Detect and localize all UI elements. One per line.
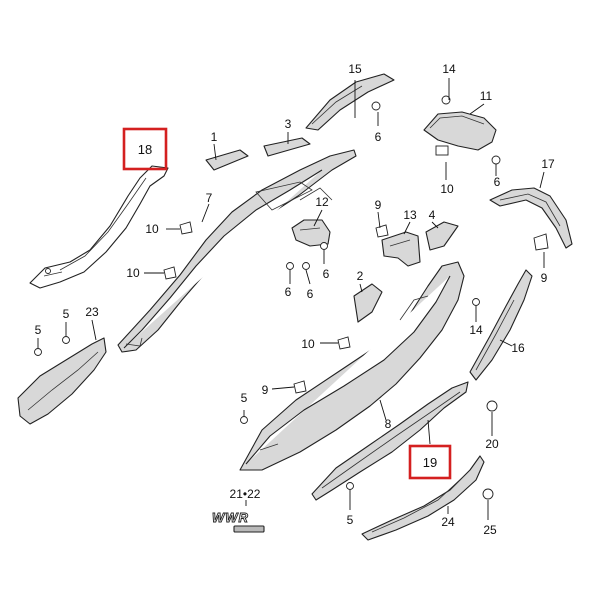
- callout-14b: 14: [469, 323, 483, 337]
- callout-12: 12: [315, 195, 329, 209]
- part-18-rail: [29, 165, 169, 289]
- callout-9c: 9: [262, 383, 269, 397]
- callout-20: 20: [485, 437, 499, 451]
- callout-5b: 5: [347, 513, 354, 527]
- callout-25: 25: [483, 523, 497, 537]
- callout-4: 4: [429, 208, 436, 222]
- callout-5c: 5: [35, 323, 42, 337]
- callout-6b: 6: [494, 175, 501, 189]
- callout-19: 19: [423, 455, 437, 470]
- callout-5a: 5: [241, 391, 248, 405]
- callout-21-22: 21•22: [230, 487, 261, 501]
- part-21-22-emblem: WWR: [212, 510, 265, 533]
- part-8-rear-cowl: [239, 261, 465, 471]
- callout-5d: 5: [63, 307, 70, 321]
- callout-10a: 10: [440, 182, 454, 196]
- callout-14a: 14: [442, 62, 456, 76]
- callout-24: 24: [441, 515, 455, 529]
- callout-9a: 9: [375, 198, 382, 212]
- callout-6c: 6: [285, 285, 292, 299]
- callout-8: 8: [385, 417, 392, 431]
- callout-23: 23: [85, 305, 99, 319]
- callout-2: 2: [357, 269, 364, 283]
- callout-13: 13: [403, 208, 417, 222]
- callout-11: 11: [480, 89, 493, 103]
- part-2-trim: [353, 283, 383, 323]
- part-12-bracket: [291, 219, 331, 247]
- part-13-bracket: [381, 231, 421, 267]
- callout-9b: 9: [541, 271, 548, 285]
- part-3-trim: [263, 137, 311, 157]
- emblem-lettering: WWR: [212, 510, 249, 525]
- callout-6d: 6: [307, 287, 314, 301]
- callout-6a: 6: [375, 130, 382, 144]
- fasteners: [34, 95, 549, 500]
- callout-6e: 6: [323, 267, 330, 281]
- part-16-trim: [469, 269, 533, 381]
- part-4-trim: [425, 221, 459, 251]
- part-24-trim: [361, 455, 485, 541]
- highlight-box-19: [408, 444, 452, 480]
- leader-lines: [37, 78, 545, 520]
- callout-3: 3: [285, 117, 292, 131]
- callout-16: 16: [511, 341, 525, 355]
- callout-1: 1: [211, 130, 218, 144]
- part-17-bracket: [489, 187, 573, 249]
- callout-18: 18: [138, 142, 152, 157]
- part-15-trim: [305, 73, 395, 131]
- callout-17: 17: [541, 157, 555, 171]
- part-1-trim: [205, 149, 249, 171]
- callout-15: 15: [348, 62, 362, 76]
- part-11-center-cover: [423, 111, 497, 156]
- callout-labels: 15 14 11 3 1 6 10 6 17 7 10 10 12 9 13 4…: [35, 62, 555, 537]
- highlight-18: 18: [122, 127, 168, 171]
- highlight-19: 19: [408, 444, 452, 480]
- part-23-trim: [17, 337, 107, 425]
- part-19-lower-trim: [311, 381, 469, 501]
- callout-10d: 10: [301, 337, 315, 351]
- callout-10c: 10: [126, 266, 140, 280]
- part-7-side-cover: [117, 149, 357, 353]
- highlight-box-18: [122, 127, 168, 171]
- callout-10b: 10: [145, 222, 159, 236]
- callout-7: 7: [206, 191, 213, 205]
